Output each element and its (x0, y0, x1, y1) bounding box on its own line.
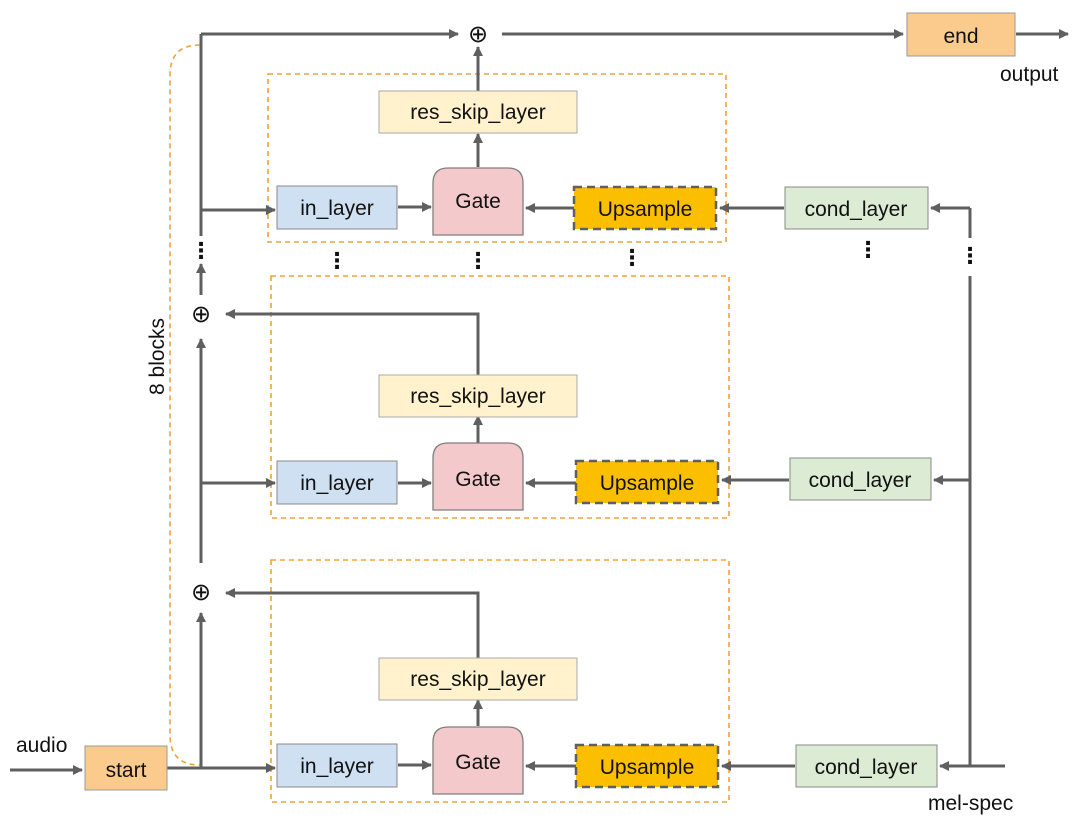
sum-node-top: ⊕ (468, 21, 488, 48)
res-skip-layer-top: res_skip_layer (378, 90, 578, 134)
output-label: output (1000, 63, 1059, 86)
gate-bottom: Gate (432, 726, 524, 795)
svg-text:cond_layer: cond_layer (809, 469, 912, 492)
gate-top: Gate (432, 167, 524, 236)
svg-text:cond_layer: cond_layer (815, 756, 918, 779)
svg-text:end: end (943, 25, 978, 48)
in-layer-middle: in_layer (276, 460, 398, 505)
ellipsis-cond-layer: ⋮ (857, 237, 879, 262)
upsample-bottom: Upsample (574, 743, 720, 789)
svg-text:Upsample: Upsample (600, 472, 695, 495)
svg-text:Upsample: Upsample (600, 756, 695, 779)
ellipsis-mel-bus: ⋮ (959, 243, 981, 268)
res-skip-to-sum-bottom (225, 588, 480, 658)
mel-spec-label: mel-spec (928, 792, 1013, 815)
svg-text:cond_layer: cond_layer (805, 198, 908, 221)
upsample-top: Upsample (572, 185, 718, 231)
res-skip-layer-bottom: res_skip_layer (378, 657, 578, 701)
block-top-frame (267, 73, 727, 243)
cond-layer-top: cond_layer (784, 186, 929, 230)
svg-text:Gate: Gate (455, 468, 501, 491)
cond-layer-middle: cond_layer (789, 457, 932, 501)
ellipsis-gate: ⋮ (467, 248, 489, 273)
ellipsis-upsample: ⋮ (621, 245, 643, 270)
sum-node-bottom: ⊕ (191, 579, 211, 606)
cond-layer-bottom: cond_layer (795, 744, 938, 788)
block-middle-frame (270, 275, 730, 519)
svg-text:Gate: Gate (455, 190, 501, 213)
ellipsis-in-layer: ⋮ (326, 248, 348, 273)
audio-label: audio (16, 734, 67, 757)
in-layer-top: in_layer (276, 185, 398, 230)
svg-text:in_layer: in_layer (300, 755, 374, 778)
ellipsis-residual: ⋮ (190, 238, 212, 263)
upsample-middle: Upsample (574, 459, 720, 505)
in-layer-bottom: in_layer (276, 743, 398, 788)
sum-node-middle: ⊕ (191, 301, 211, 328)
eight-blocks-bracket (169, 44, 201, 766)
start-node: start (84, 745, 168, 791)
end-node: end (906, 12, 1016, 57)
svg-text:res_skip_layer: res_skip_layer (410, 101, 545, 124)
svg-text:start: start (106, 759, 147, 782)
res-skip-to-sum-middle (225, 309, 480, 375)
gate-middle: Gate (432, 442, 524, 511)
block-bottom-frame (270, 559, 730, 803)
svg-text:Gate: Gate (455, 751, 501, 774)
svg-text:in_layer: in_layer (300, 472, 374, 495)
svg-text:res_skip_layer: res_skip_layer (410, 385, 545, 408)
svg-text:res_skip_layer: res_skip_layer (410, 668, 545, 691)
res-skip-layer-middle: res_skip_layer (378, 374, 578, 418)
svg-text:in_layer: in_layer (300, 197, 374, 220)
svg-text:Upsample: Upsample (598, 198, 693, 221)
eight-blocks-label: 8 blocks (146, 318, 169, 395)
